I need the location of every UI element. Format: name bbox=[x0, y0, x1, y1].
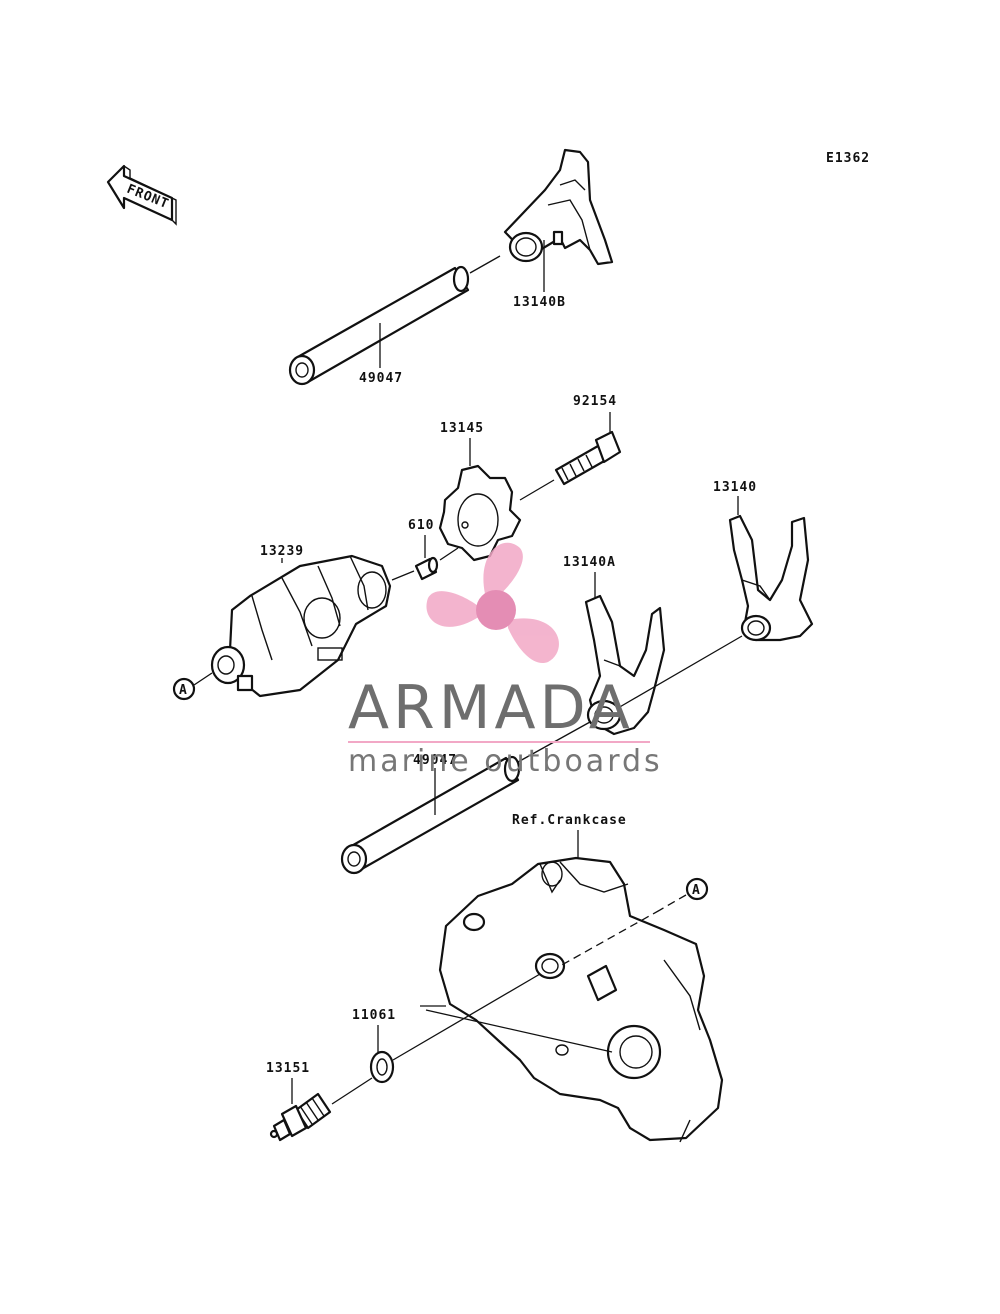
label-13140: 13140 bbox=[713, 480, 757, 495]
shift-fork-13140a bbox=[584, 594, 666, 736]
bolt-92154 bbox=[554, 430, 622, 486]
label-13145: 13145 bbox=[440, 421, 484, 436]
washer-11061 bbox=[369, 1050, 395, 1084]
callout-a-crankcase bbox=[685, 877, 709, 901]
diagram-code: E1362 bbox=[826, 151, 870, 166]
callout-a-drum bbox=[172, 677, 196, 701]
armada-logo bbox=[426, 542, 559, 664]
label-13140a: 13140A bbox=[563, 555, 616, 570]
label-13151: 13151 bbox=[266, 1061, 310, 1076]
label-49047-lower: 49047 bbox=[413, 753, 457, 768]
label-49047-upper: 49047 bbox=[359, 371, 403, 386]
cam-plate-13145 bbox=[438, 464, 522, 562]
crankcase-reference bbox=[438, 856, 724, 1143]
label-92154: 92154 bbox=[573, 394, 617, 409]
callout-a-crankcase-letter: A bbox=[692, 883, 701, 898]
label-13239: 13239 bbox=[260, 544, 304, 559]
callout-a-drum-letter: A bbox=[179, 683, 188, 698]
label-610: 610 bbox=[408, 518, 434, 533]
shift-fork-13140b bbox=[503, 148, 614, 266]
shift-drum-13239 bbox=[210, 554, 392, 698]
shift-rod-49047-upper bbox=[288, 265, 470, 386]
watermark-tagline: marine outboards bbox=[348, 744, 663, 779]
label-13140b: 13140B bbox=[513, 295, 566, 310]
front-arrow-icon: FRONT bbox=[106, 164, 177, 226]
neutral-switch-13151 bbox=[269, 1092, 332, 1142]
pin-610 bbox=[414, 556, 439, 581]
shift-fork-13140 bbox=[728, 514, 814, 642]
watermark-brand: ARMADA bbox=[348, 673, 634, 743]
shift-rod-49047-lower bbox=[340, 755, 521, 875]
label-ref-crankcase: Ref.Crankcase bbox=[512, 813, 627, 828]
label-11061: 11061 bbox=[352, 1008, 396, 1023]
